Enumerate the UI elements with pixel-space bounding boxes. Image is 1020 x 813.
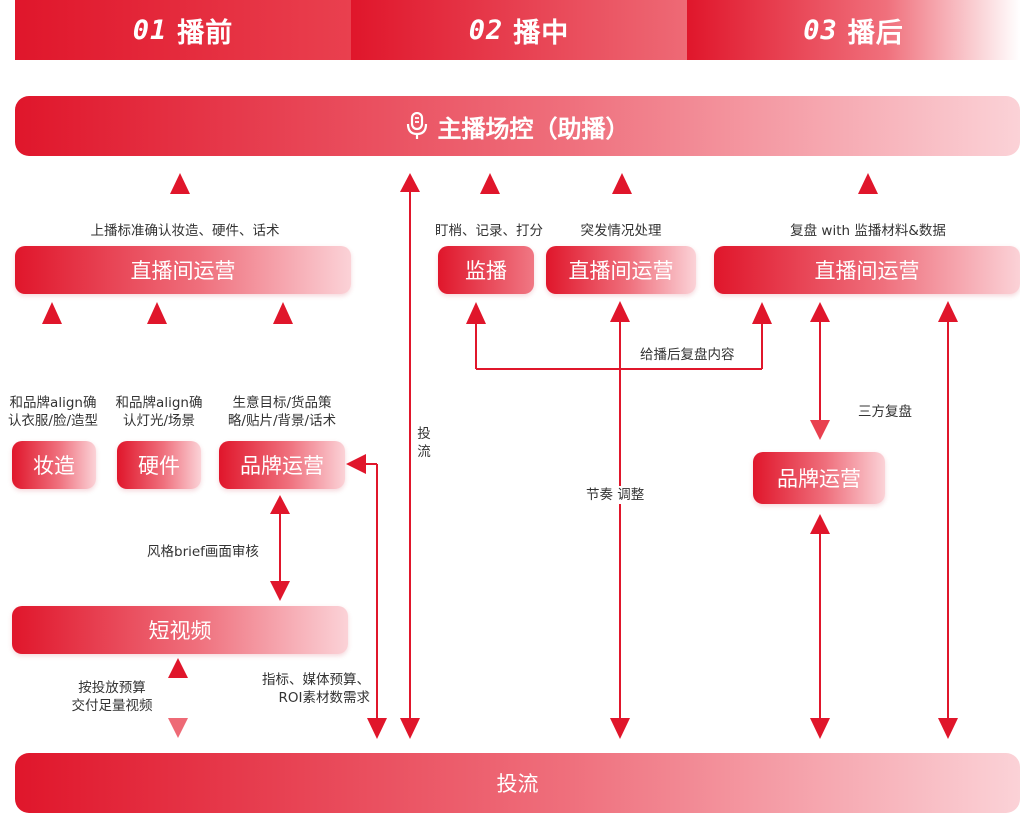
label-line: 认衣服/脸/造型 (7, 413, 99, 429)
label-metrics-budget: 指标、媒体预算、 ROI素材数需求 (258, 671, 370, 707)
phase-number: 01 (132, 14, 168, 46)
label-line: 和品牌align确 (115, 395, 203, 411)
label-feedback: 给播后复盘内容 (640, 347, 735, 363)
label-line: 生意目标/货品策 (232, 395, 332, 411)
live-room-ops-pre-box: 直播间运营 (15, 246, 351, 294)
styling-box: 妆造 (12, 441, 96, 489)
traffic-investment-bar: 投流 (15, 753, 1020, 813)
microphone-icon (406, 112, 427, 139)
phase-number: 03 (803, 14, 838, 46)
label-traffic-vertical: 投 流 (414, 425, 434, 461)
label-line: 认灯光/场景 (122, 413, 196, 429)
label-line: 流 (417, 444, 431, 460)
hardware-box: 硬件 (117, 441, 201, 489)
phase-header-pre: 01 播前 (15, 0, 351, 60)
brand-ops-post-box: 品牌运营 (753, 452, 885, 504)
phase-header-post: 03 播后 (687, 0, 1020, 60)
label-line: 交付足量视频 (71, 698, 153, 714)
label-pre-confirm: 上播标准确认妆造、硬件、话术 (90, 223, 280, 239)
label-video-budget: 按投放预算 交付足量视频 (60, 679, 164, 715)
host-control-title: 主播场控（助播） (437, 114, 630, 143)
host-control-bar: 主播场控（助播） (15, 96, 1020, 156)
phase-name: 播中 (513, 17, 570, 49)
monitor-box: 监播 (438, 246, 534, 294)
phase-header-mid: 02 播中 (351, 0, 687, 60)
live-room-ops-mid-box: 直播间运营 (546, 246, 696, 294)
label-rhythm-adjust: 节奏 调整 (586, 486, 645, 504)
label-review-materials: 复盘 with 监播材料&数据 (790, 223, 946, 239)
label-line: 指标、媒体预算、 (262, 672, 370, 688)
label-hardware-align: 和品牌align确 认灯光/场景 (108, 394, 210, 430)
short-video-box: 短视频 (12, 606, 348, 654)
label-line: 略/贴片/背景/话术 (227, 413, 337, 429)
phase-name: 播前 (177, 17, 234, 49)
phase-name: 播后 (847, 17, 904, 49)
label-third-party-review: 三方复盘 (858, 404, 912, 420)
label-brand-goals: 生意目标/货品策 略/贴片/背景/话术 (216, 394, 348, 430)
label-brief-review: 风格brief画面审核 (147, 544, 259, 560)
label-line: ROI素材数需求 (278, 690, 371, 706)
label-line: 按投放预算 (78, 680, 146, 696)
label-line: 和品牌align确 (9, 395, 97, 411)
brand-ops-pre-box: 品牌运营 (219, 441, 345, 489)
label-emergency: 突发情况处理 (580, 223, 662, 239)
label-styling-align: 和品牌align确 认衣服/脸/造型 (2, 394, 104, 430)
live-room-ops-post-box: 直播间运营 (714, 246, 1020, 294)
phase-number: 02 (468, 14, 504, 46)
label-line: 投 (417, 426, 431, 442)
label-monitor-tasks: 盯梢、记录、打分 (435, 223, 543, 239)
